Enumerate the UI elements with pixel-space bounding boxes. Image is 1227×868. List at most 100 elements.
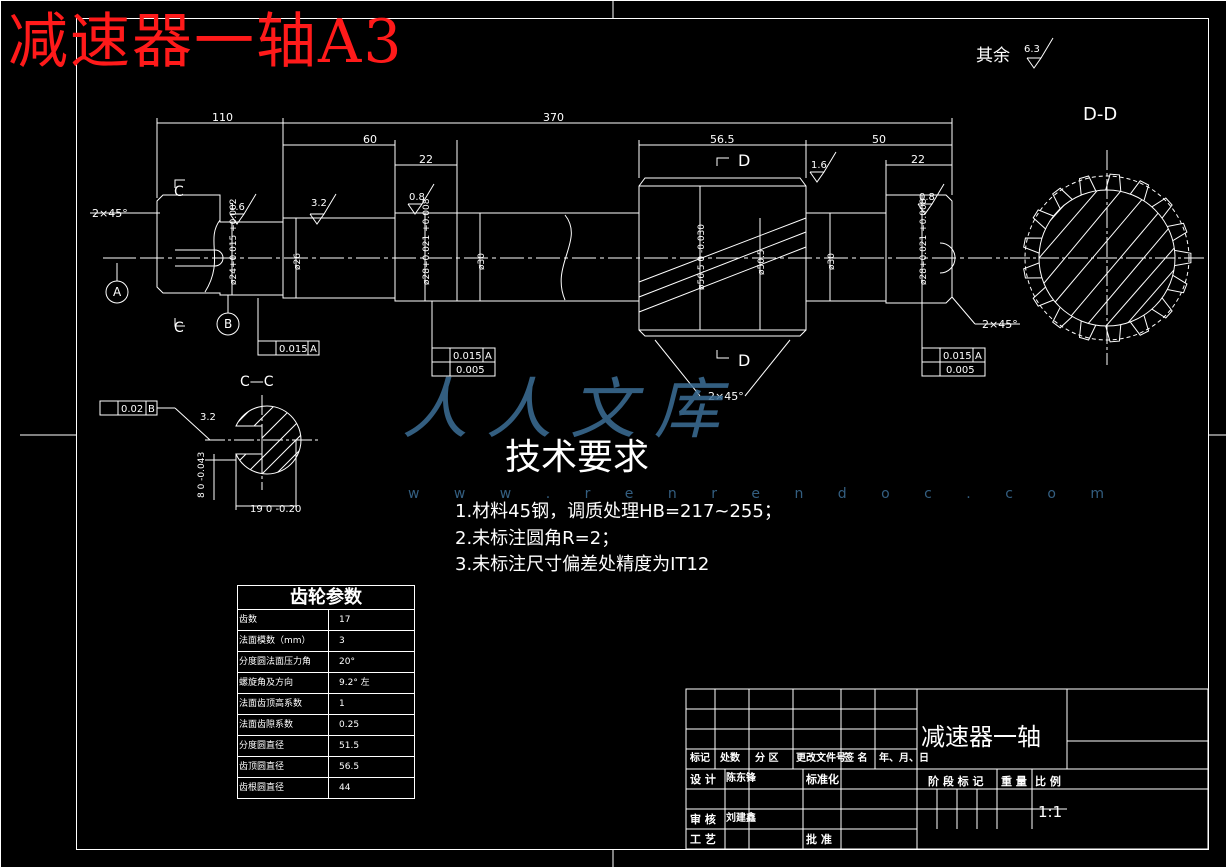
gear-param-row: 法面模数（mm）3 [238,631,414,652]
tb-header-label: 标记 [690,753,710,764]
roughness-symbols [229,37,1054,225]
roughness-3: 0.8 [409,192,425,203]
sheet-title: 减速器一轴A3 [8,7,404,77]
surface-rest-label: 其余 [976,46,1010,66]
section-cut-markers [103,157,729,359]
shaft-step-30-right [805,212,887,302]
center-hole [939,242,956,274]
gear-tooth [1151,197,1173,219]
break-line-left [204,219,221,293]
gear-param-key: 齿顶圆直径 [238,757,329,777]
cc-depth-dim: 8 0 -0.043 [197,452,207,498]
dia-50-5: ø50.5 [757,249,767,275]
tb-reviewer: 刘建鑫 [726,813,756,824]
gear-param-key: 齿数 [238,610,329,630]
gdt-sym-cc: 0.02 [121,404,143,415]
tb-standardize: 标准化 [806,773,839,786]
section-c-label-top: C [174,184,184,200]
gear-tooth [1167,222,1188,242]
gear-tooth [1174,249,1192,267]
section-c-label-bottom: C [174,320,184,336]
tb-review: 审 核 [690,813,716,826]
roughness-4: 1.6 [811,160,827,171]
gear-tooth [1023,237,1043,254]
requirements-title: 技术要求 [505,437,650,478]
gear-param-value: 3 [339,636,345,646]
gear-tooth [1105,173,1122,192]
dia-56-5: ø56.5 0 -0.030 [697,224,707,290]
gear-tooth [1078,175,1097,196]
roughness-2: 3.2 [311,198,327,209]
gear-param-value: 1 [339,699,345,709]
gear-teeth [1023,173,1192,343]
watermark-logo: 人人文库 [402,371,738,448]
gdt-runout-right: 0.015 [943,351,972,362]
gear-tooth [1078,320,1097,341]
dim-370: 370 [543,111,564,124]
section-d-label-bottom: D [738,351,750,370]
tb-header-label: 更改文件号 [796,753,846,764]
dim-56-5: 56.5 [710,133,735,146]
dia-28-right: ø28+0.021 +0.008 [919,198,929,285]
gear-body [638,177,807,337]
tb-designer: 陈东锋 [726,773,756,784]
keyway-outline [175,249,224,267]
gear-param-value: 17 [339,615,351,625]
requirement-item-2: 2.未标注圆角R=2； [455,528,620,549]
tb-ratio: 比 例 [1035,775,1061,788]
section-d-label-top: D [738,151,750,170]
surface-rest-value: 6.3 [1024,44,1040,55]
tb-approve: 批 准 [806,833,832,846]
gdt-runout-left: 0.015 [279,344,308,355]
gear-param-value: 9.2° 左 [339,678,370,688]
watermark-url: w w w . r e n r e n d o c . c o m [408,486,1119,502]
gear-tooth [1105,324,1122,343]
gear-tooth [1167,274,1188,294]
dim-110: 110 [212,111,233,124]
dim-22-right: 22 [911,153,925,166]
chamfer-bottom-label: 2×45° [708,390,744,403]
roughness-cc: 3.2 [200,412,216,423]
gear-param-value: 51.5 [339,741,360,751]
gear-tooth [1052,187,1073,209]
section-c-c [205,395,320,510]
tb-header-label: 处数 [720,753,740,764]
gear-param-value: 56.5 [339,762,360,772]
gear-param-value: 0.25 [339,720,360,730]
roughness-1: 1.6 [229,202,245,213]
gdt-runout-mid: 0.015 [453,351,482,362]
gdt-runout-left-ref: A [310,344,317,355]
shaft-left-end [156,194,284,296]
tb-process: 工 艺 [690,833,716,846]
tb-header-label: 年、月、日 [879,753,929,764]
gear-tooth [1032,286,1054,307]
tb-header-label: 分 区 [755,753,779,764]
gdt-runout-mid-ref: A [485,351,492,362]
gdt-cyl-mid: 0.005 [456,365,485,376]
helix-line-2 [638,231,807,298]
dim-50: 50 [872,133,886,146]
tb-weight: 重 量 [1001,775,1027,788]
helix-line-1 [638,217,807,283]
break-line-mid [560,214,572,301]
dia-26: ø26 [293,253,303,270]
gdt-runout-right-ref: A [975,351,982,362]
drawing-frame [76,18,1209,850]
dim-60: 60 [363,133,377,146]
gear-param-key: 分度圆法面压力角 [238,652,329,672]
section-d-d-hatch [1039,190,1175,326]
gear-param-key: 齿根圆直径 [238,778,329,798]
dia-30-left: ø30 [477,253,487,270]
gear-param-row: 齿数 17 [238,610,414,631]
title-block-part-name: 减速器一轴 [921,723,1041,751]
requirement-item-1: 1.材料45钢，调质处理HB=217~255； [455,501,782,522]
title-block-grid [685,688,1209,850]
gear-param-row: 齿顶圆直径 56.5 [238,757,414,778]
